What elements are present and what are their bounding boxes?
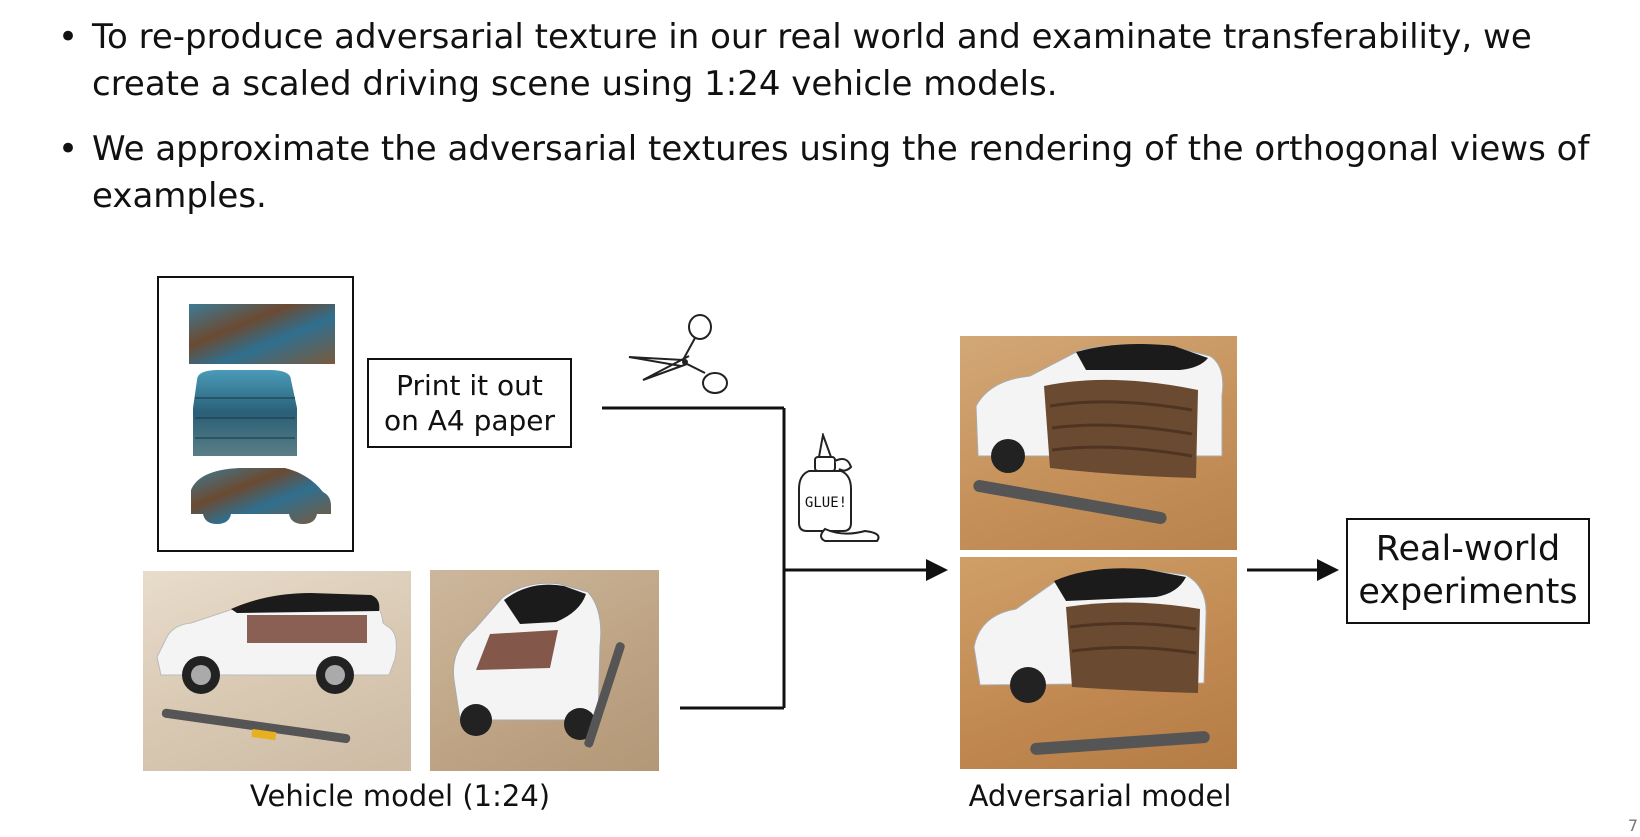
arrow-right-icon bbox=[1247, 559, 1339, 581]
glue-label: GLUE! bbox=[804, 495, 848, 511]
texture-side-strip bbox=[189, 304, 335, 364]
real-world-experiments-box: Real-world experiments bbox=[1346, 518, 1590, 624]
bullet-item: • We approximate the adversarial texture… bbox=[56, 126, 1596, 220]
bullet-text: To re-produce adversarial texture in our… bbox=[92, 17, 1532, 104]
page-number: 7 bbox=[1627, 816, 1638, 835]
arrow-right-icon bbox=[926, 559, 948, 581]
result-box-line1: Real-world bbox=[1375, 529, 1561, 569]
scissors-icon bbox=[628, 314, 728, 394]
a4-paper bbox=[157, 276, 354, 552]
printed-texture-views bbox=[189, 304, 335, 524]
vehicle-model-photo-front bbox=[430, 570, 659, 771]
print-box-line1: Print it out bbox=[396, 369, 543, 402]
bullet-text: We approximate the adversarial textures … bbox=[92, 129, 1590, 216]
bullet-dot: • bbox=[58, 17, 79, 57]
bullet-list: • To re-produce adversarial texture in o… bbox=[56, 14, 1596, 238]
result-box-line2: experiments bbox=[1358, 572, 1578, 612]
print-instruction-box: Print it out on A4 paper bbox=[367, 358, 572, 448]
bullet-dot: • bbox=[58, 129, 79, 169]
adversarial-model-caption: Adversarial model bbox=[968, 779, 1232, 813]
texture-top-view bbox=[193, 370, 297, 456]
bullet-item: • To re-produce adversarial texture in o… bbox=[56, 14, 1596, 108]
adversarial-model-photo-bottom bbox=[960, 557, 1237, 769]
glue-bottle-icon: GLUE! bbox=[795, 431, 885, 543]
adversarial-model-photo-top bbox=[960, 336, 1237, 550]
print-box-line2: on A4 paper bbox=[383, 404, 556, 437]
vehicle-model-photo-side bbox=[143, 571, 411, 771]
flow-connectors bbox=[602, 406, 948, 710]
vehicle-model-caption: Vehicle model (1:24) bbox=[249, 779, 551, 813]
texture-side-view bbox=[191, 468, 331, 524]
